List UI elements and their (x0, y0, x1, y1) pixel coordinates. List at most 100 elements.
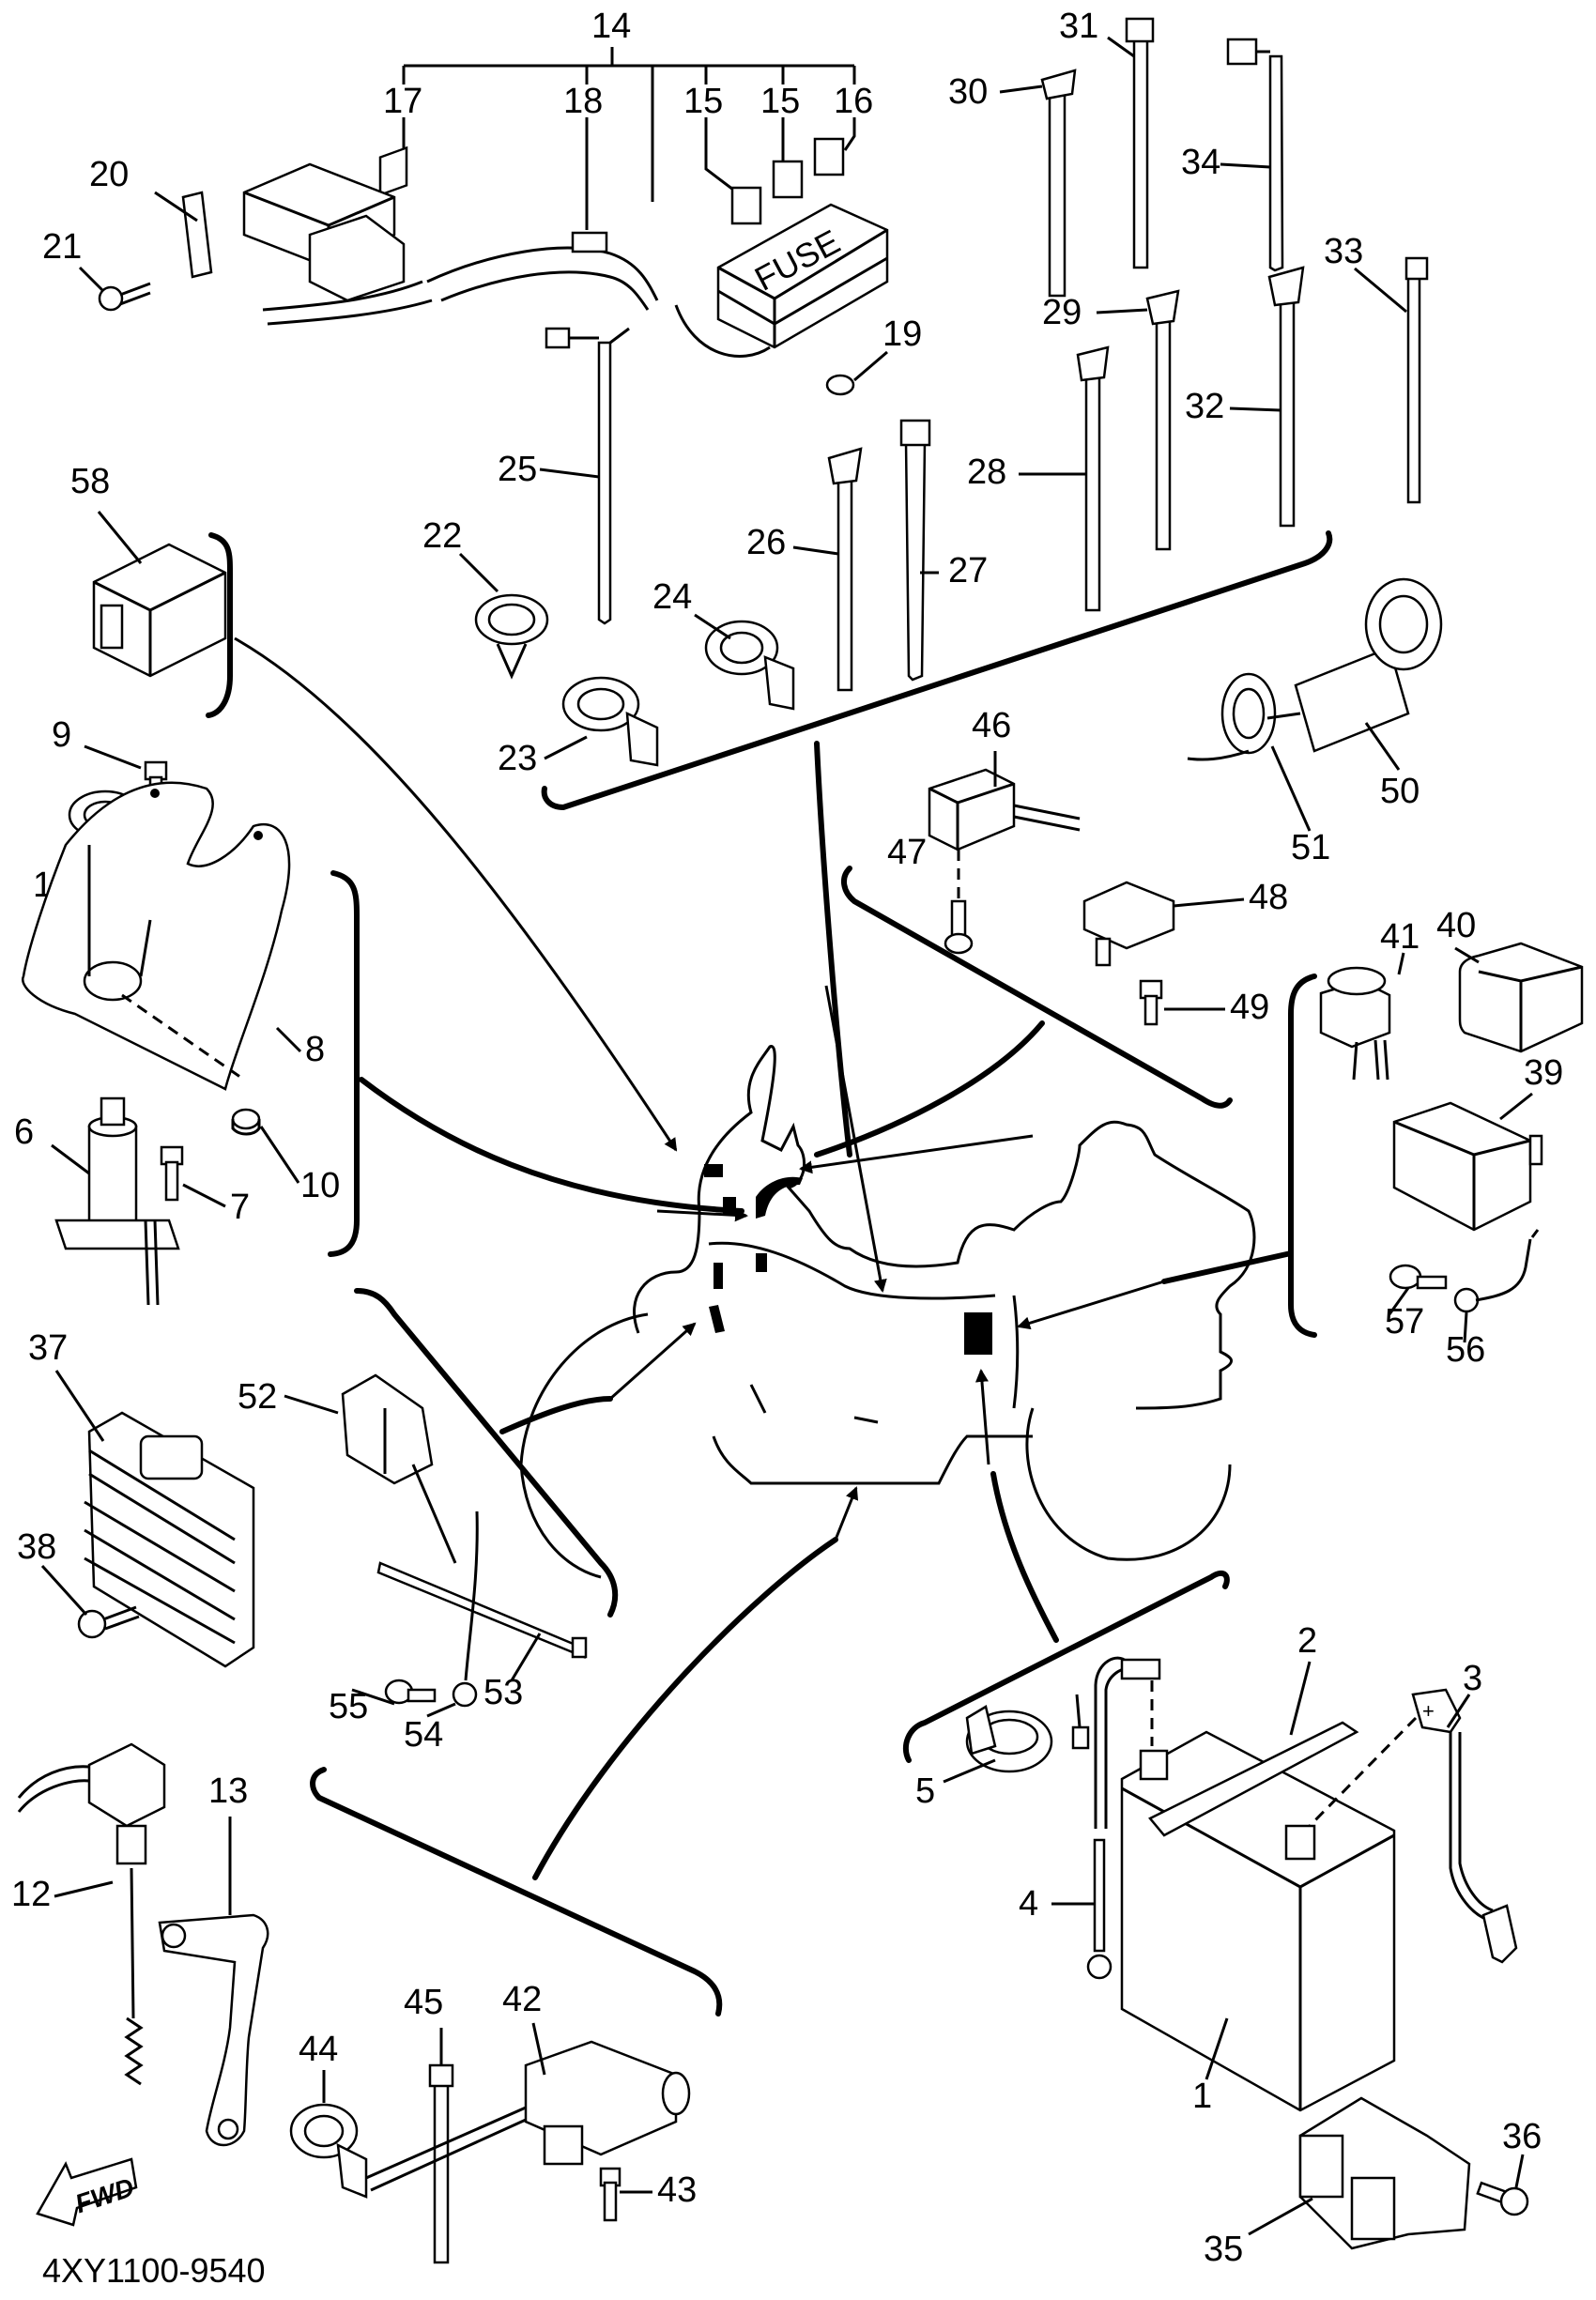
switch-46 (928, 768, 1081, 851)
label-23: 23 (498, 739, 537, 778)
label-35: 35 (1204, 2230, 1243, 2269)
label-21: 21 (42, 227, 82, 267)
bracket-battery (902, 1570, 1230, 1763)
bracket-58 (206, 532, 233, 718)
arrow-lower (834, 1486, 859, 1541)
bolt-57 (1389, 1264, 1448, 1290)
label-51: 51 (1291, 828, 1330, 867)
label-26: 26 (746, 523, 786, 562)
label-50: 50 (1380, 772, 1420, 811)
arrow-battery (974, 1369, 990, 1465)
switch-48 (1082, 881, 1175, 967)
leader-8 (359, 1077, 744, 1214)
label-27: 27 (948, 551, 988, 590)
screw-49 (1139, 979, 1163, 1026)
label-25: 25 (498, 450, 537, 489)
cable-tie-25 (545, 327, 630, 625)
label-34: 34 (1181, 143, 1220, 182)
label-6: 6 (14, 1112, 34, 1152)
bolt-38 (77, 1605, 140, 1639)
label-46: 46 (972, 706, 1011, 745)
arrow-50 (799, 1134, 1034, 1174)
bracket-13 (158, 1913, 269, 2147)
label-40: 40 (1436, 906, 1476, 945)
bracket-52 (354, 1288, 619, 1618)
label-42: 42 (502, 1980, 542, 2019)
label-54: 54 (404, 1715, 443, 1755)
nut-10 (231, 1108, 261, 1136)
label-14: 14 (591, 7, 631, 46)
cable-tie-26 (827, 447, 863, 692)
clamp-22 (474, 593, 549, 680)
label-24: 24 (652, 577, 692, 617)
label-7: 7 (230, 1188, 250, 1227)
screw-43 (599, 2167, 622, 2222)
cable-tie-33 (1404, 256, 1429, 504)
label-37: 37 (28, 1328, 68, 1368)
label-39: 39 (1524, 1053, 1563, 1093)
relay-unit (181, 162, 406, 302)
label-31: 31 (1059, 7, 1098, 46)
diagram-code: 4XY1100-9540 (42, 2251, 266, 2290)
cable-tie-31 (1125, 17, 1155, 269)
ring-51 (1187, 672, 1301, 761)
terminal-56 (1453, 1229, 1540, 1313)
label-48: 48 (1249, 878, 1288, 917)
clamp-44 (289, 2103, 368, 2199)
screw-47 (944, 899, 974, 955)
label-12: 12 (11, 1875, 51, 1914)
arrow-harness (609, 1322, 697, 1401)
leader-battery (990, 1471, 1059, 1643)
screw-36 (1476, 2181, 1529, 2216)
wire-54 (452, 1510, 479, 1708)
control-unit-58 (92, 543, 227, 678)
regulator-37 (84, 1411, 255, 1668)
fuse-group-bracket: 14 17 18 15 15 16 (383, 7, 873, 230)
label-18: 18 (563, 82, 603, 121)
relay-39 (1392, 1101, 1543, 1232)
label-15a: 15 (683, 82, 723, 121)
label-15b: 15 (760, 82, 800, 121)
label-49: 49 (1230, 988, 1269, 1027)
label-29: 29 (1042, 293, 1082, 332)
leader-46 (814, 1020, 1045, 1158)
bolt-55 (384, 1679, 437, 1705)
label-43: 43 (657, 2170, 697, 2210)
strap-2 (1148, 1721, 1359, 1837)
label-19: 19 (882, 314, 922, 354)
battery-plus-sign: + (1422, 1699, 1435, 1723)
bracket-46 (841, 866, 1233, 1109)
harness-wire-top (262, 231, 659, 326)
fwd-arrow-icon: FWD (36, 2157, 137, 2227)
label-44: 44 (299, 2030, 338, 2069)
label-58: 58 (70, 462, 110, 501)
fuse-16 (813, 137, 845, 176)
leader-58 (234, 636, 678, 1152)
tie-53 (376, 1561, 588, 1660)
cable-tie-32 (1267, 266, 1305, 528)
arrow-group-right (1017, 1280, 1165, 1330)
screw-19 (825, 374, 855, 396)
bracket-8 (328, 870, 360, 1257)
switch-12 (17, 1742, 166, 2086)
coil-52 (341, 1373, 457, 1564)
cover-8 (22, 781, 291, 1091)
leader-group-right (1161, 1250, 1294, 1284)
label-32: 32 (1185, 387, 1224, 426)
label-17: 17 (383, 82, 422, 121)
label-5: 5 (915, 1771, 935, 1811)
cable-tie-34 (1226, 38, 1284, 272)
motorcycle-silhouette (519, 1045, 1256, 1579)
arrow-8 (656, 1208, 748, 1222)
switch-6 (54, 1096, 180, 1306)
switch-42 (365, 2040, 691, 2192)
clamp-23 (561, 676, 659, 767)
socket-50 (1294, 577, 1443, 753)
label-38: 38 (17, 1527, 56, 1567)
bracket-right (1288, 974, 1317, 1338)
sensor-41 (1319, 966, 1391, 1081)
cable-tie-29 (1145, 289, 1180, 551)
cable-tie-28 (1076, 345, 1110, 612)
cable-4 (1071, 1656, 1161, 1980)
fuse-15a (730, 186, 762, 225)
